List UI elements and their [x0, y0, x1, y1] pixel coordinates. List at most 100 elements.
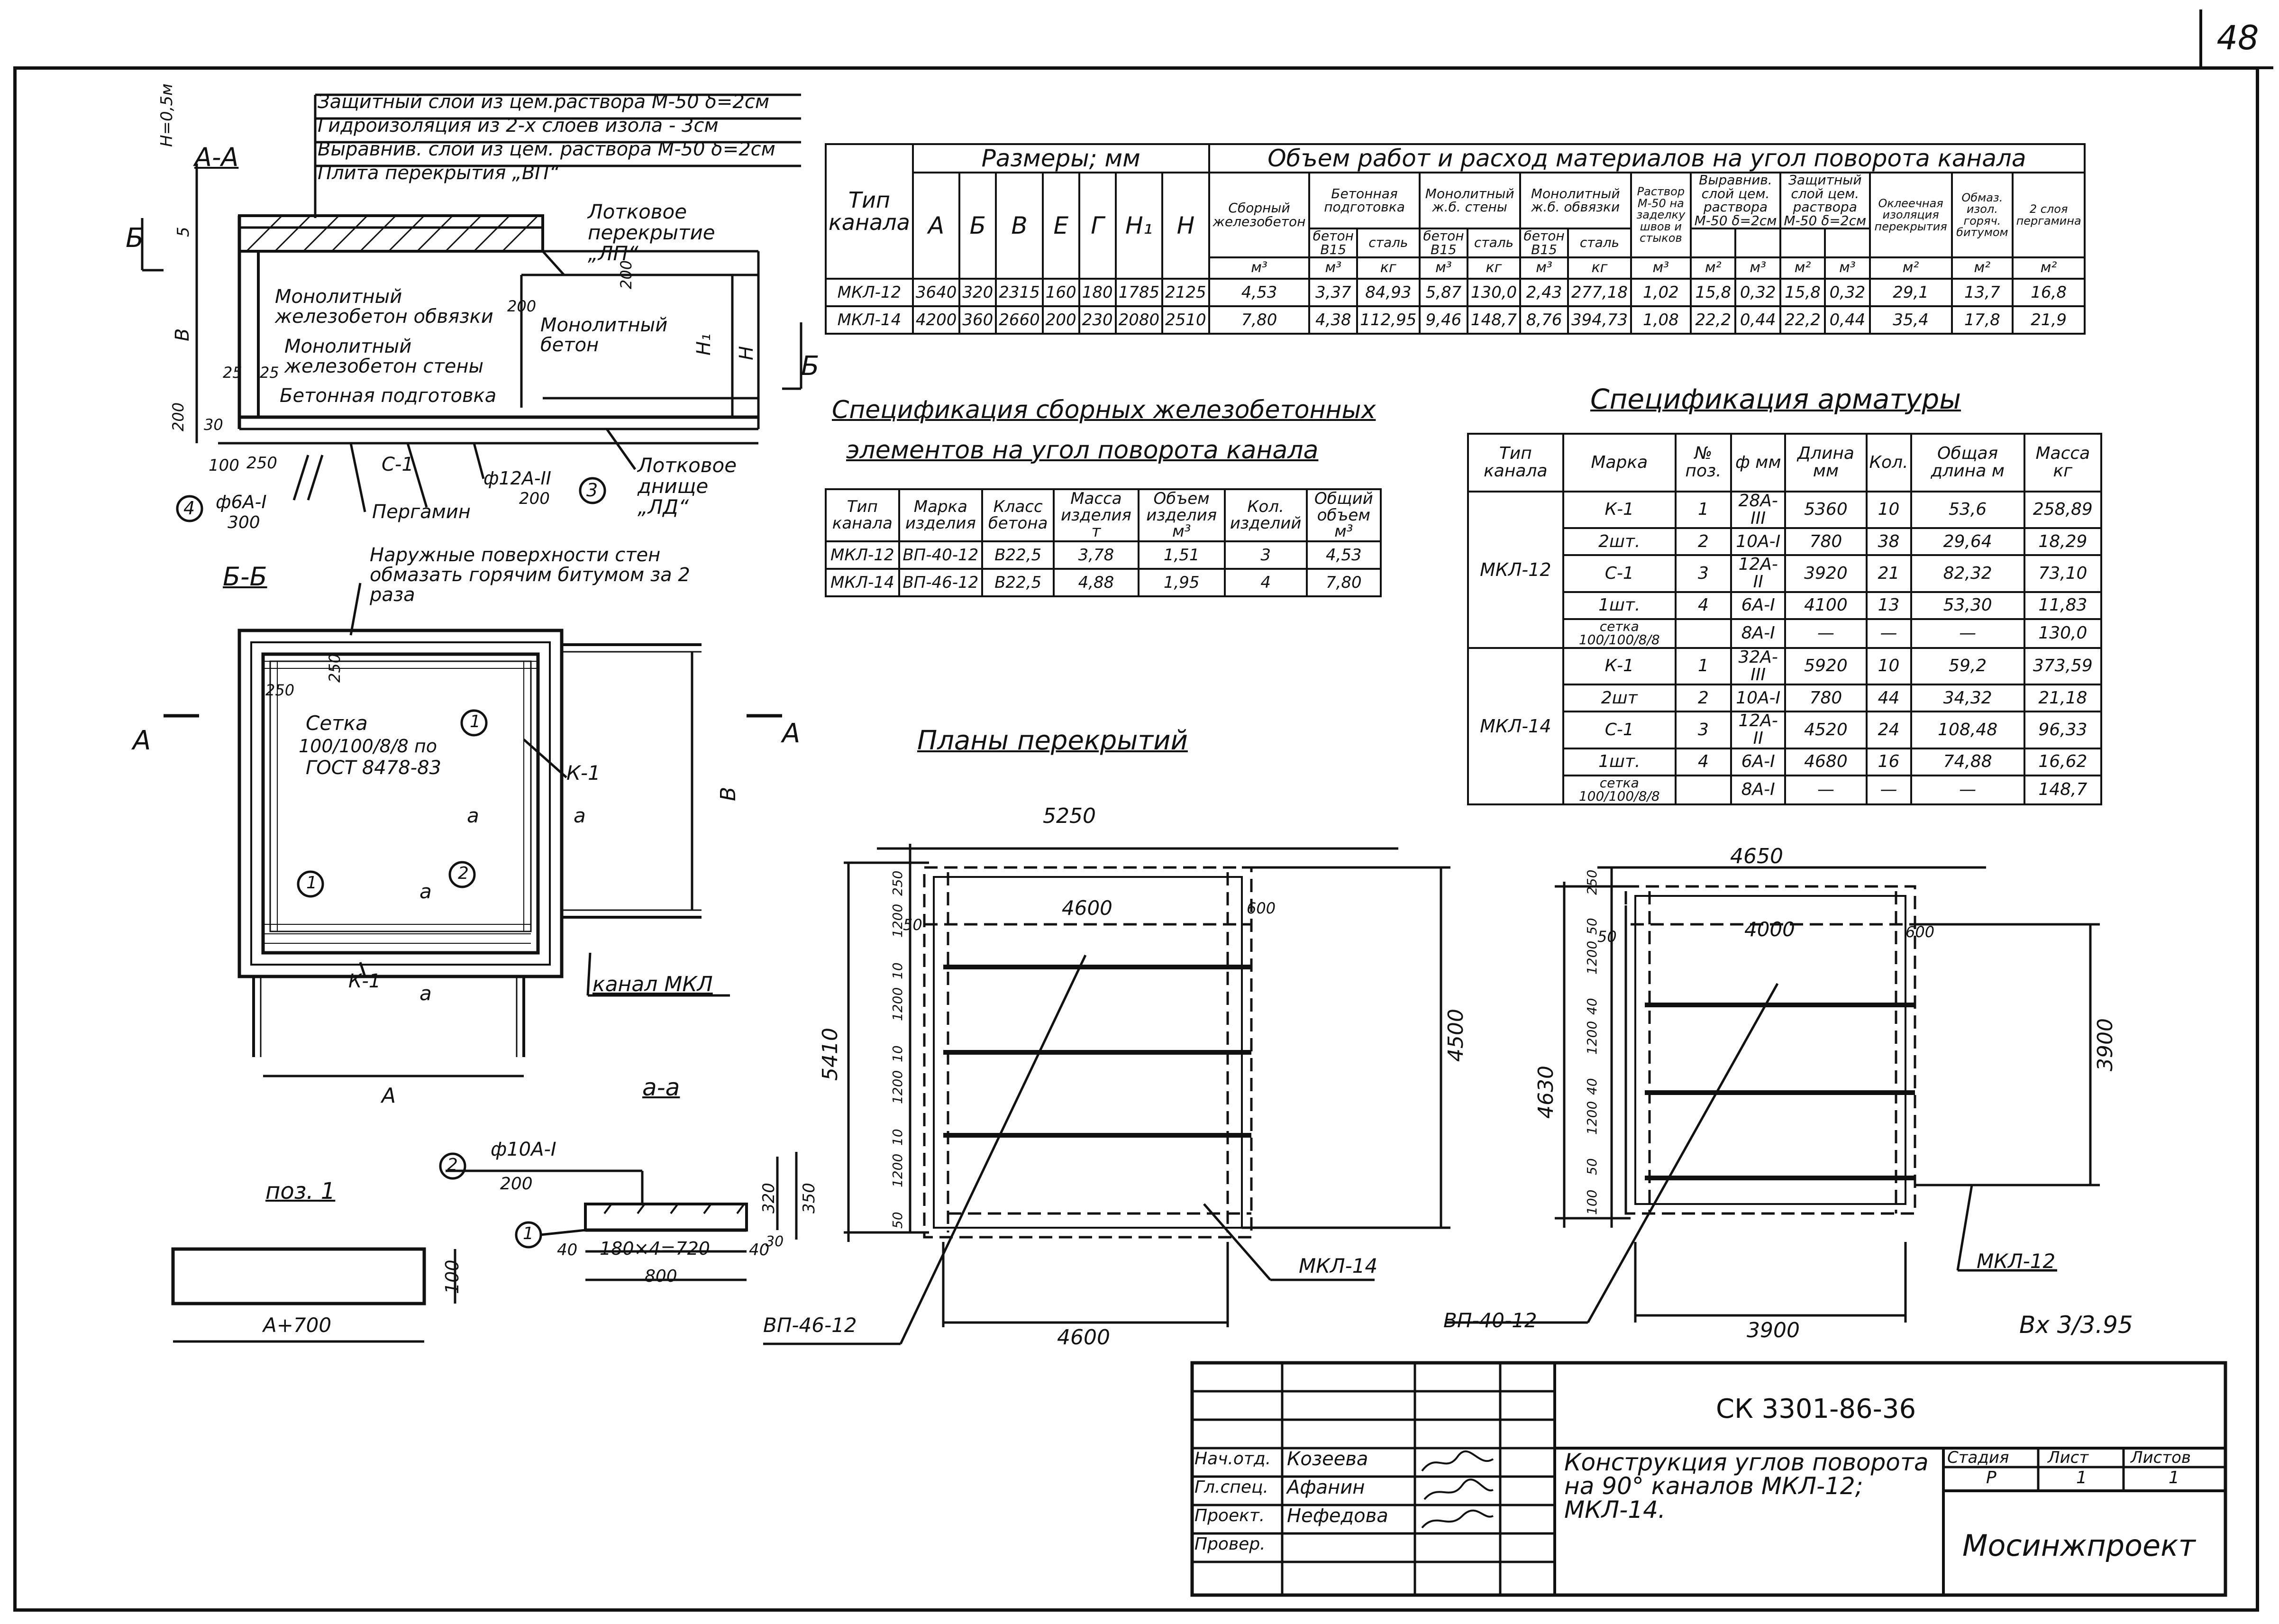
a-a-step: 200	[500, 1174, 533, 1194]
plan-left-right-h: 4500	[1444, 1009, 1468, 1062]
mt-unit: м²	[1690, 256, 1737, 280]
plan-side-dim: 250	[1584, 869, 1600, 895]
drawing-frame	[13, 66, 2259, 1612]
tb-role-1: Гл.спец.	[1194, 1478, 1268, 1497]
mt-value-cell: 0,32	[1824, 278, 1871, 308]
mt-sub-6: сталь	[1567, 228, 1632, 259]
aa-monolith-tie: Монолитный железобетон обвязки	[275, 286, 493, 328]
aa-rebar-12a: ф12А-II	[483, 468, 551, 489]
rb-cell: 11,83	[2023, 591, 2103, 620]
pos1-width: А+700	[263, 1314, 332, 1337]
tb-role-3: Провер.	[1194, 1534, 1266, 1554]
a-a-dim-320: 320	[759, 1183, 778, 1213]
a-a-dim-800: 800	[645, 1267, 677, 1286]
rb-cell: 6А-I	[1730, 591, 1787, 620]
rb-cell: 148,7	[2023, 774, 2103, 805]
a-a-dim-720: 180×4=720	[600, 1238, 710, 1259]
mt-size-cell: 160	[1041, 278, 1080, 308]
aa-monolith-wall: Монолитный железобетон стены	[284, 336, 484, 377]
plan-left-edge: 600	[1247, 899, 1276, 917]
aa-n4: 4	[183, 498, 195, 519]
mt-value-cell: 130,0	[1467, 278, 1521, 308]
rb-cell: —	[1784, 774, 1868, 805]
mt-vol-9: 2 слоя пергамина	[2012, 171, 2086, 259]
rb-cell: 10	[1865, 490, 1912, 529]
rb-cell: 4	[1674, 747, 1732, 776]
mt-value-cell: 15,8	[1779, 278, 1826, 308]
bb-a-right: А	[782, 718, 801, 749]
mt-size-cell: 2660	[995, 305, 1044, 335]
mt-value-cell: 1,08	[1630, 305, 1692, 335]
mt-unit: м³	[1519, 256, 1569, 280]
mt-value-cell: 277,18	[1567, 278, 1632, 308]
bb-n1: 1	[470, 712, 481, 731]
signatures	[1421, 1450, 1494, 1529]
a-a-rebar: ф10А-I	[491, 1139, 556, 1160]
a-a-n2: 2	[447, 1155, 458, 1175]
section-aa-drawing	[141, 93, 802, 512]
mt-unit: м²	[1869, 256, 1953, 280]
bb-n1b: 1	[306, 873, 317, 893]
mt-col-h: Н	[1161, 171, 1210, 280]
plan-right-top: 4650	[1730, 844, 1783, 868]
aa-dim-100: 100	[209, 456, 239, 475]
rb-cell: С-1	[1562, 554, 1677, 593]
bb-k1: К-1	[566, 761, 601, 785]
mt-value-cell: 5,87	[1418, 278, 1469, 308]
tb-org: Мосинжпроект	[1962, 1528, 2196, 1563]
bb-n2: 2	[458, 864, 469, 883]
mt-value-cell: 13,7	[1951, 278, 2014, 308]
bb-a1: а	[467, 804, 479, 827]
section-a-a-drawing	[446, 1152, 798, 1281]
tb-sheets: 1	[2169, 1468, 2179, 1487]
mt-size-cell: 2125	[1161, 278, 1210, 308]
precast-title-1: Спецификация сборных железобетонных	[832, 396, 1376, 424]
title-block-lines	[1190, 1361, 2227, 1597]
section-aa-title: А-А	[194, 142, 239, 172]
bb-d250a: 250	[265, 681, 295, 699]
pc-header: Марка изделия	[898, 488, 984, 542]
mt-row-type: МКЛ-12	[825, 278, 914, 308]
pos1-drawing	[171, 1247, 456, 1343]
a-a-dim-30: 30	[766, 1233, 784, 1250]
a-a-dim-40a: 40	[557, 1241, 578, 1259]
section-bb-drawing	[164, 583, 782, 1077]
rb-cell: 1	[1674, 490, 1732, 529]
rb-header: Тип канала	[1467, 433, 1564, 493]
mt-sub-5: бетон В15	[1519, 228, 1569, 259]
layer-leveling: Выравнив. слой из цем. раствора М-50 δ=2…	[318, 138, 775, 160]
plan-right-channel: МКЛ-12	[1977, 1250, 2056, 1273]
rb-header: Марка	[1562, 433, 1677, 493]
bb-mesh-3: ГОСТ 8478-83	[306, 757, 441, 779]
aa-tray-bottom: Лотковое днище „ЛД“	[638, 454, 737, 519]
rb-cell: сетка 100/100/8/8	[1562, 618, 1677, 649]
bb-a4: а	[419, 982, 432, 1005]
rb-cell: 73,10	[2023, 554, 2103, 593]
rb-cell: 373,59	[2023, 647, 2103, 686]
mt-unit: м²	[1779, 256, 1826, 280]
tb-stage: Р	[1986, 1468, 1996, 1487]
mt-sub-4: сталь	[1467, 228, 1521, 259]
pc-cell: 7,80	[1305, 568, 1382, 597]
layer-slab: Плита перекрытия „ВП“	[318, 162, 559, 184]
mt-sub-3: бетон В15	[1418, 228, 1469, 259]
mt-sub-8	[1690, 228, 1737, 259]
aa-dim-25b: 25	[260, 364, 279, 382]
plan-right-inner: 4000	[1744, 918, 1795, 941]
mt-sub-10	[1779, 228, 1826, 259]
pos1-title: поз. 1	[265, 1178, 336, 1204]
mt-size-cell: 4200	[912, 305, 961, 335]
mt-vol-7: Оклеечная изоляция перекрытия	[1869, 171, 1953, 259]
pc-cell: 3	[1223, 540, 1308, 570]
rb-cell: 5360	[1784, 490, 1868, 529]
rb-cell: С-1	[1562, 711, 1677, 749]
aa-tray-cover: Лотковое перекрытие „ЛП“	[588, 200, 715, 265]
section-a-a-title: а-а	[642, 1074, 680, 1101]
aa-c1: С-1	[382, 454, 414, 475]
pc-cell: 1,95	[1137, 568, 1226, 597]
bb-a-left: А	[133, 725, 151, 756]
mt-head-type: Тип канала	[825, 143, 914, 280]
plan-left-height: 5410	[818, 1028, 842, 1081]
mt-unit: м³	[1308, 256, 1358, 280]
